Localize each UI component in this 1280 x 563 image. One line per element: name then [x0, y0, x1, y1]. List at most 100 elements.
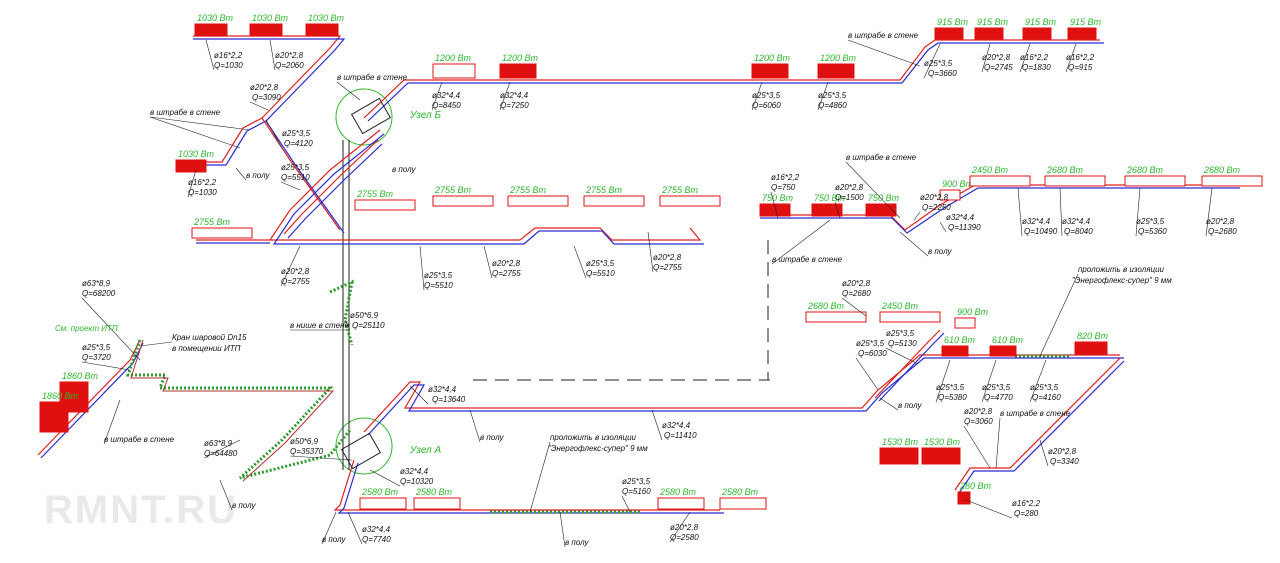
leader-line — [81, 361, 131, 371]
pipe-label-a4q: Q=4120 — [284, 139, 313, 148]
insulated-main — [125, 279, 1070, 514]
radiator-power-r25: 2680 Вт — [1126, 165, 1164, 175]
radiator-r2 — [249, 23, 283, 37]
valve-annotation-2: в помещении ИТП — [172, 344, 241, 353]
pipe-label-d5: ø20*2,8 — [653, 253, 682, 262]
leader-line — [647, 231, 654, 273]
pipes — [37, 35, 1240, 514]
pipe-label-c3: ø16*2,2 — [1020, 53, 1049, 62]
insulation-note-1b: "Энергофлекс-супер" 9 мм — [548, 444, 648, 453]
pipe-label-a5q: Q=1030 — [188, 188, 217, 197]
pipe-label-i2q: Q=5130 — [888, 339, 917, 348]
pipe-label-h7: в полу — [480, 433, 504, 442]
itp-annotation: См. проект ИТП — [55, 324, 118, 333]
radiator-power-r19: 750 Вт — [762, 193, 794, 203]
pipe-label-a9: в штрабе в стене — [337, 73, 408, 82]
radiator-r38 — [359, 497, 407, 510]
leader-line — [419, 245, 425, 291]
pipe-label-h5: ø25*3,5 — [622, 477, 651, 486]
pipe-label-f3: ø25*3,5 — [1136, 217, 1165, 226]
pipe-label-b3: ø25*3,5 — [752, 91, 781, 100]
pipe-label-h2q: Q=11410 — [664, 431, 697, 440]
radiator-power-r6: 1200 Вт — [502, 53, 539, 63]
radiator-r22 — [939, 189, 961, 201]
pipe-label-b1: ø32*4,4 — [432, 91, 461, 100]
radiator-power-r27: 2680 Вт — [807, 301, 845, 311]
leader-line — [269, 39, 276, 71]
leader-line — [651, 409, 663, 441]
insulation-note-2b: "Энергофлекс-супер" 9 мм — [1072, 276, 1172, 285]
radiator-r12 — [1067, 27, 1097, 40]
manifolds — [340, 97, 392, 470]
leader-line — [879, 397, 899, 411]
radiator-power-r32: 820 Вт — [1077, 331, 1109, 341]
pipe-label-f3q: Q=5360 — [1138, 227, 1167, 236]
leader-line — [149, 116, 251, 131]
radiator-power-r28: 2450 Вт — [881, 301, 919, 311]
radiator-power-r23: 2450 Вт — [971, 165, 1009, 175]
leader-line — [817, 81, 829, 111]
pipe-label-e4q: Q=11390 — [948, 223, 981, 232]
radiator-power-r39: 2580 Вт — [415, 487, 453, 497]
pipe-label-d1: ø20*2,8 — [281, 267, 310, 276]
radiator-power-r21: 750 Вт — [868, 193, 900, 203]
pipe-label-h4q: Q=7740 — [362, 535, 391, 544]
leader-line — [885, 347, 919, 365]
pipe-label-d4q: Q=5510 — [586, 269, 615, 278]
leader-line — [845, 161, 901, 219]
leader-line — [1017, 187, 1023, 237]
radiator-r39 — [413, 497, 461, 510]
pipe-label-d3q: Q=2755 — [492, 269, 521, 278]
pipe-label-g2: ø25*3,5 — [82, 343, 111, 352]
radiator-r6 — [499, 63, 537, 79]
radiator-r18 — [659, 195, 721, 207]
pipe-label-d6: в полу — [392, 165, 416, 174]
leader-line — [1065, 43, 1077, 73]
pipe-label-h4: ø32*4,4 — [362, 525, 391, 534]
radiator-power-r40: 2580 Вт — [659, 487, 697, 497]
pipe-label-b4: ø25*3,5 — [818, 91, 847, 100]
pipe-label-e1: ø16*2,2 — [771, 173, 800, 182]
radiator-power-r8: 1200 Вт — [820, 53, 857, 63]
radiator-r8 — [817, 63, 855, 79]
radiator-r35 — [957, 491, 971, 505]
radiator-r31 — [989, 345, 1017, 357]
pipe-label-e4: ø32*4,4 — [946, 213, 975, 222]
pipe-label-g1q: Q=68200 — [82, 289, 116, 298]
radiator-power-r33: 1530 Вт — [882, 437, 919, 447]
pipe-label-f2q: Q=8040 — [1064, 227, 1093, 236]
radiator-r34 — [921, 447, 961, 465]
radiator-r4 — [175, 159, 207, 173]
pipe-label-i4: ø25*3,5 — [936, 383, 965, 392]
leader-line — [499, 81, 511, 111]
pipe-label-b2: ø32*4,4 — [500, 91, 529, 100]
pipe-label-g4: ø50*6,9 — [290, 437, 319, 446]
pipe-label-a1q: Q=1030 — [214, 61, 243, 70]
radiator-power-r16: 2755 Вт — [509, 185, 547, 195]
leader-line — [347, 511, 363, 545]
pipe-label-i2: ø25*3,5 — [886, 329, 915, 338]
leader-line — [235, 167, 247, 181]
leader-line — [336, 81, 361, 101]
radiator-r33 — [879, 447, 919, 465]
pipe-label-j2q: Q=3340 — [1050, 457, 1079, 466]
radiator-r1 — [194, 23, 228, 37]
pipe-label-i1: ø20*2,8 — [842, 279, 871, 288]
radiator-power-r10: 915 Вт — [977, 17, 1009, 27]
pipe-label-e6: в штрабе в стене — [772, 255, 843, 264]
watermark: RMNT.RU — [44, 488, 238, 532]
node-b-circle — [335, 88, 393, 146]
radiator-power-r11: 915 Вт — [1025, 17, 1057, 27]
pipe-label-i6q: Q=4160 — [1032, 393, 1061, 402]
node-b-label: Узел Б — [409, 110, 441, 121]
leader-line — [573, 245, 587, 279]
pipe-label-c2q: Q=2745 — [984, 63, 1013, 72]
radiator-r30 — [941, 345, 969, 357]
pipe-label-i6: ø25*3,5 — [1030, 383, 1059, 392]
pipe-label-g5: ø50*6,9 — [350, 311, 379, 320]
leader-line — [409, 385, 429, 405]
pipe-label-d1q: Q=2755 — [281, 277, 310, 286]
leader-line — [1205, 187, 1213, 237]
